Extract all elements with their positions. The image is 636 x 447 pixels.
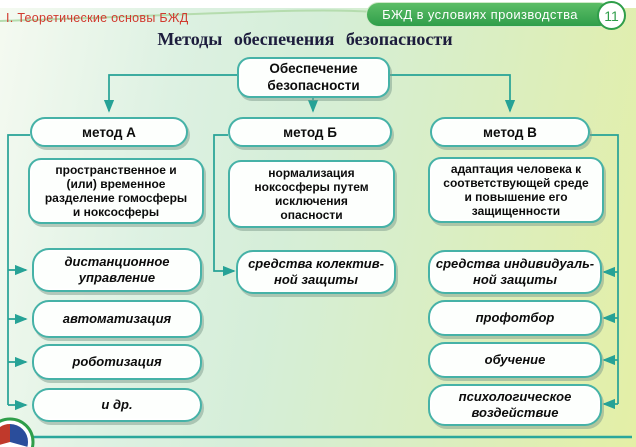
breadcrumb: I. Теоретические основы БЖД	[6, 11, 189, 25]
method-b-box: метод Б	[228, 117, 392, 147]
method-a-description: пространственное и (или) временное разде…	[28, 158, 204, 224]
emblem-logo	[0, 417, 35, 447]
page-number-badge: 11	[597, 1, 626, 30]
method-a-item: дистанционное управление	[32, 248, 202, 292]
method-c-item: профотбор	[428, 300, 602, 336]
root-box: Обеспечение безопасности	[237, 57, 390, 98]
method-c-item: психологическое воздействие	[428, 384, 602, 426]
method-c-description: адаптация человека к соответствующей сре…	[428, 157, 604, 223]
method-c-item: обучение	[428, 342, 602, 378]
chapter-tab-label: БЖД в условиях производства	[382, 7, 578, 22]
method-a-item: и др.	[32, 388, 202, 422]
top-white-strip	[0, 0, 636, 8]
page-title: Методы обеспечения безопасности	[157, 29, 453, 49]
method-a-item: автоматизация	[32, 300, 202, 338]
chapter-tab: БЖД в условиях производства	[366, 2, 612, 27]
method-b-item: средства колектив- ной защиты	[236, 250, 396, 294]
method-c-box: метод В	[430, 117, 590, 147]
method-a-item: роботизация	[32, 344, 202, 380]
method-c-item: средства индивидуаль- ной защиты	[428, 250, 602, 294]
method-b-description: нормализация ноксосферы путем исключения…	[228, 160, 395, 228]
method-a-box: метод А	[30, 117, 188, 147]
